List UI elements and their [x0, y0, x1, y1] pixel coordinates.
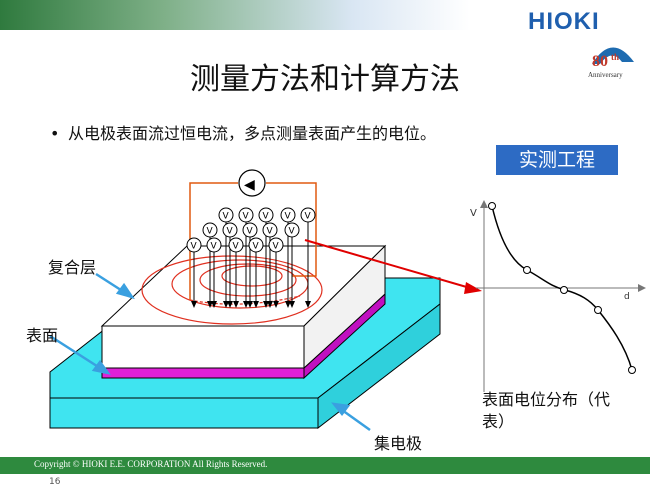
- probe-tip: [263, 301, 269, 308]
- collector-label: 集电极: [374, 434, 423, 453]
- voltmeter-label: V: [243, 212, 250, 222]
- composite-layer-front: [101, 325, 305, 369]
- voltmeter-icon: [300, 207, 316, 223]
- probe-tip: [267, 301, 273, 308]
- voltmeter-label: V: [207, 227, 214, 237]
- voltmeter-label: V: [305, 212, 312, 222]
- collector-slab-front: [49, 397, 319, 429]
- header-gradient-band: [0, 0, 470, 30]
- link-arrow-line: [304, 239, 471, 289]
- magenta-layer-front: [101, 367, 305, 379]
- probe-tip: [233, 301, 239, 308]
- voltmeter-icon: [268, 237, 284, 253]
- voltmeter-icon: [262, 222, 278, 238]
- voltmeter-label: V: [211, 242, 218, 252]
- voltmeter-label: V: [273, 242, 280, 252]
- voltmeter-icon: [242, 222, 258, 238]
- label-pointers: [49, 272, 371, 432]
- probe-tip: [243, 301, 249, 308]
- voltmeter-label: V: [285, 212, 292, 222]
- footer-bar: [0, 457, 650, 474]
- bullet-item: • 从电极表面流过恒电流，多点测量表面产生的电位。: [50, 120, 436, 144]
- voltmeter-label: V: [267, 227, 274, 237]
- slide-title: 测量方法和计算方法: [190, 62, 460, 97]
- graph-caption-line1: 表面电位分布（代: [482, 390, 611, 409]
- voltmeter-icon: [258, 207, 274, 223]
- collector-slab-side: [317, 302, 441, 430]
- voltmeter-icon: [284, 222, 300, 238]
- voltmeter-icon: [238, 207, 254, 223]
- voltmeter-label: V: [263, 212, 270, 222]
- graph-y-label: V: [470, 208, 477, 219]
- anniversary-suffix: th: [611, 52, 619, 62]
- probe-tip: [207, 301, 213, 308]
- voltmeter-label: V: [289, 227, 296, 237]
- voltmeter-icon: [186, 237, 202, 253]
- measurement-process-tag: 实测工程: [496, 145, 618, 175]
- composite-layer-side: [303, 244, 386, 370]
- page-number: 16: [49, 477, 61, 487]
- voltmeter-label: V: [223, 212, 230, 222]
- probe-tip: [247, 301, 253, 308]
- anniversary-number: 80: [592, 53, 608, 70]
- current-source-icon: [238, 169, 266, 197]
- voltmeter-icon: [206, 237, 222, 253]
- anniversary-badge: 80 th Anniversary: [588, 47, 634, 79]
- voltmeter-icon: [202, 222, 218, 238]
- composite-layer-label: 复合层: [48, 258, 97, 277]
- hioki-logo: HIOKI: [528, 8, 600, 35]
- voltmeter-icon: [218, 207, 234, 223]
- probe-tip: [285, 301, 291, 308]
- probe-tip: [211, 301, 217, 308]
- bullet-dot: •: [50, 124, 60, 143]
- voltmeter-label: V: [253, 242, 260, 252]
- current-source-arrow: ◀: [244, 177, 255, 193]
- voltmeter-icon: [248, 237, 264, 253]
- voltmeter-icon: [280, 207, 296, 223]
- surface-label: 表面: [26, 326, 59, 345]
- probe-tip: [191, 301, 197, 308]
- probe-tip: [227, 301, 233, 308]
- graph-x-label: d: [624, 292, 630, 302]
- probe-tip: [253, 301, 259, 308]
- copyright-text: Copyright © HIOKI E.E. CORPORATION All R…: [34, 459, 268, 469]
- probe-tip: [223, 301, 229, 308]
- current-source-circuit: [189, 182, 317, 300]
- probe-tip: [289, 301, 295, 308]
- voltmeter-label: V: [247, 227, 254, 237]
- voltmeter-label: V: [191, 242, 198, 252]
- graph-caption-line2: 表）: [482, 412, 515, 431]
- bullet-text: 从电极表面流过恒电流，多点测量表面产生的电位。: [68, 124, 437, 143]
- anniversary-word: Anniversary: [588, 71, 623, 79]
- probe-tip: [305, 301, 311, 308]
- voltmeter-icon: [228, 237, 244, 253]
- voltmeter-icon: [222, 222, 238, 238]
- probe-tip: [273, 301, 279, 308]
- voltmeter-label: V: [233, 242, 240, 252]
- link-arrow-head: [464, 282, 482, 294]
- voltmeter-label: V: [227, 227, 234, 237]
- potential-graph: V d: [470, 200, 646, 392]
